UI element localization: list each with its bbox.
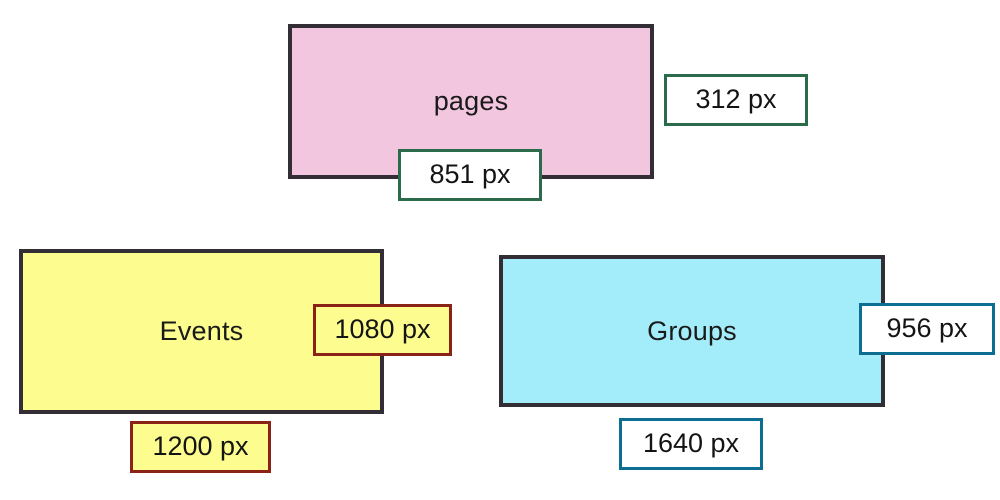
pages-box-label: pages [433, 86, 509, 116]
pages-height-dimension-label[interactable]: 312 px [664, 74, 808, 126]
events-box-label: Events [159, 316, 244, 346]
groups-box-label: Groups [647, 315, 737, 346]
groups-height-dimension-label[interactable]: 956 px [859, 303, 995, 355]
pages-width-dimension-label[interactable]: 851 px [398, 149, 542, 201]
groups-width-dimension-label[interactable]: 1640 px [619, 418, 763, 470]
events-height-dimension-label[interactable]: 1080 px [313, 304, 452, 356]
events-width-dimension-label[interactable]: 1200 px [130, 421, 271, 473]
groups-box[interactable]: Groups [499, 255, 885, 407]
